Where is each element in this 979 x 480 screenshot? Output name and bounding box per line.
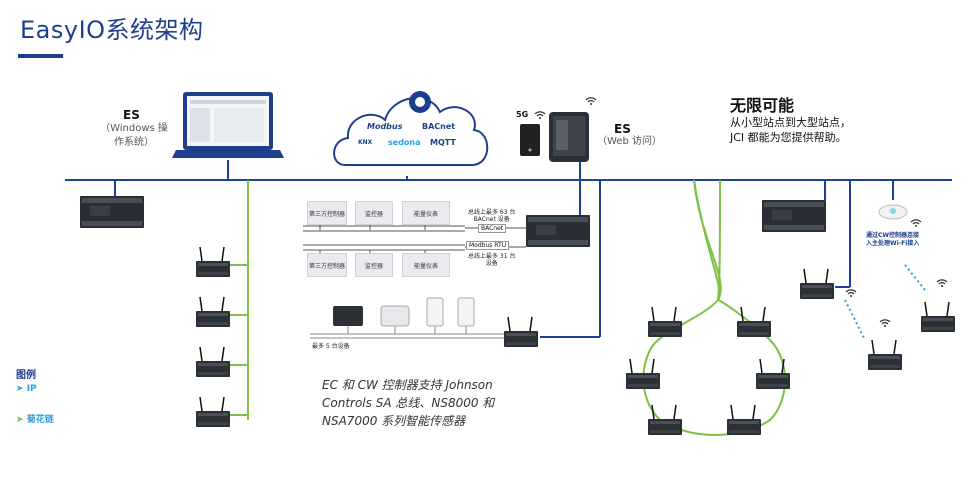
wifi-note-line2: 入主处理Wi-Fi接入 — [866, 240, 920, 247]
laptop-icon — [172, 92, 284, 158]
wireless-controller-icon — [195, 396, 231, 428]
caption-line3: NSA7000 系列智能传感器 — [322, 414, 466, 428]
access-point-icon — [878, 204, 908, 220]
es-windows-sub-line2: 作系统） — [114, 137, 154, 148]
legend-ip-label: IP — [26, 384, 37, 394]
caption-line1: EC 和 CW 控制器支持 Johnson — [322, 378, 493, 392]
caption: EC 和 CW 控制器支持 Johnson Controls SA 总线、NS8… — [322, 376, 494, 430]
es-web-label: ES — [614, 122, 631, 136]
wireless-controller-icon — [736, 306, 772, 338]
controller-icon — [762, 200, 826, 232]
third-party-controller-box: 第三方控制器 — [307, 201, 347, 225]
router-icon — [520, 124, 540, 156]
legend-daisy-chain: ➤ 菊花链 — [16, 415, 54, 425]
bacnet-bus-note: 总线上最多 63 台 BACnet 设备 — [468, 209, 516, 223]
wifi-note-line1: 通过CW控制器连接 — [866, 232, 920, 239]
wireless-controller-icon — [867, 339, 903, 371]
wifi-icon — [879, 319, 891, 328]
wifi-icon — [910, 219, 922, 228]
headline: 无限可能 — [730, 96, 795, 115]
modbus-bus-note: 总线上最多 31 台 设备 — [468, 253, 516, 267]
energy-meter-box: 能量仪表 — [402, 253, 450, 277]
sensor-icon — [380, 305, 410, 327]
es-windows-label: ES — [123, 108, 140, 122]
left-daisy-chain — [230, 180, 249, 420]
wifi-icon — [845, 289, 857, 298]
title-underline — [18, 54, 63, 58]
wireless-controller-icon — [195, 246, 231, 278]
legend-daisy-label: 菊花链 — [26, 415, 54, 425]
es-web-sub: （Web 访问） — [597, 136, 662, 147]
wireless-controller-icon — [920, 301, 956, 333]
page-title: EasyIO系统架构 — [20, 16, 204, 44]
legend-ip: ➤ IP — [16, 384, 37, 394]
modbus-rtu-label: Modbus RTU — [466, 241, 510, 250]
sensor-icon — [333, 306, 363, 326]
modbus-logo: Modbus — [367, 122, 403, 131]
es-windows-sub-line1: （Windows 操 — [100, 123, 168, 134]
wireless-controller-icon — [503, 316, 539, 348]
sensor-icon — [426, 297, 444, 327]
wireless-controller-icon — [799, 268, 835, 300]
legend-title: 图例 — [16, 370, 36, 381]
es-windows-sub: （Windows 操 作系统） — [98, 122, 170, 150]
controller-icon — [526, 215, 590, 247]
bacnet-bus-label: BACnet — [478, 224, 507, 233]
wireless-controller-icon — [625, 358, 661, 390]
monitor-box: 监控器 — [355, 253, 393, 277]
wireless-controller-icon — [726, 404, 762, 436]
cloud-icon — [333, 91, 489, 166]
bacnet-logo: BACnet — [422, 122, 456, 131]
wireless-controller-icon — [647, 306, 683, 338]
controller-icon — [80, 196, 144, 228]
wifi-icon — [585, 97, 597, 106]
mqtt-logo: MQTT — [430, 138, 456, 147]
wifi-note: 通过CW控制器连接 入主处理Wi-Fi接入 — [866, 232, 919, 248]
caption-line2: Controls SA 总线、NS8000 和 — [322, 396, 495, 410]
third-party-controller-box: 第三方控制器 — [307, 253, 347, 277]
energy-meter-box: 能量仪表 — [402, 201, 450, 225]
wireless-controller-icon — [195, 296, 231, 328]
tablet-icon — [549, 112, 589, 162]
wireless-controller-icon — [195, 346, 231, 378]
monitor-box: 监控器 — [355, 201, 393, 225]
sensor-icon — [457, 297, 475, 327]
wireless-controller-icon — [647, 404, 683, 436]
sensor-bus-note: 最多 5 台设备 — [312, 343, 350, 350]
sedona-logo: sedona — [388, 138, 421, 147]
wireless-controller-icon — [755, 358, 791, 390]
knx-logo: KNX — [358, 139, 373, 146]
headline-line1: 从小型站点到大型站点， — [730, 116, 851, 129]
headline-line2: JCI 都能为您提供帮助。 — [730, 131, 847, 144]
wifi-icon — [534, 111, 546, 120]
5g-label: 5G — [516, 110, 529, 119]
wifi-icon — [936, 279, 948, 288]
